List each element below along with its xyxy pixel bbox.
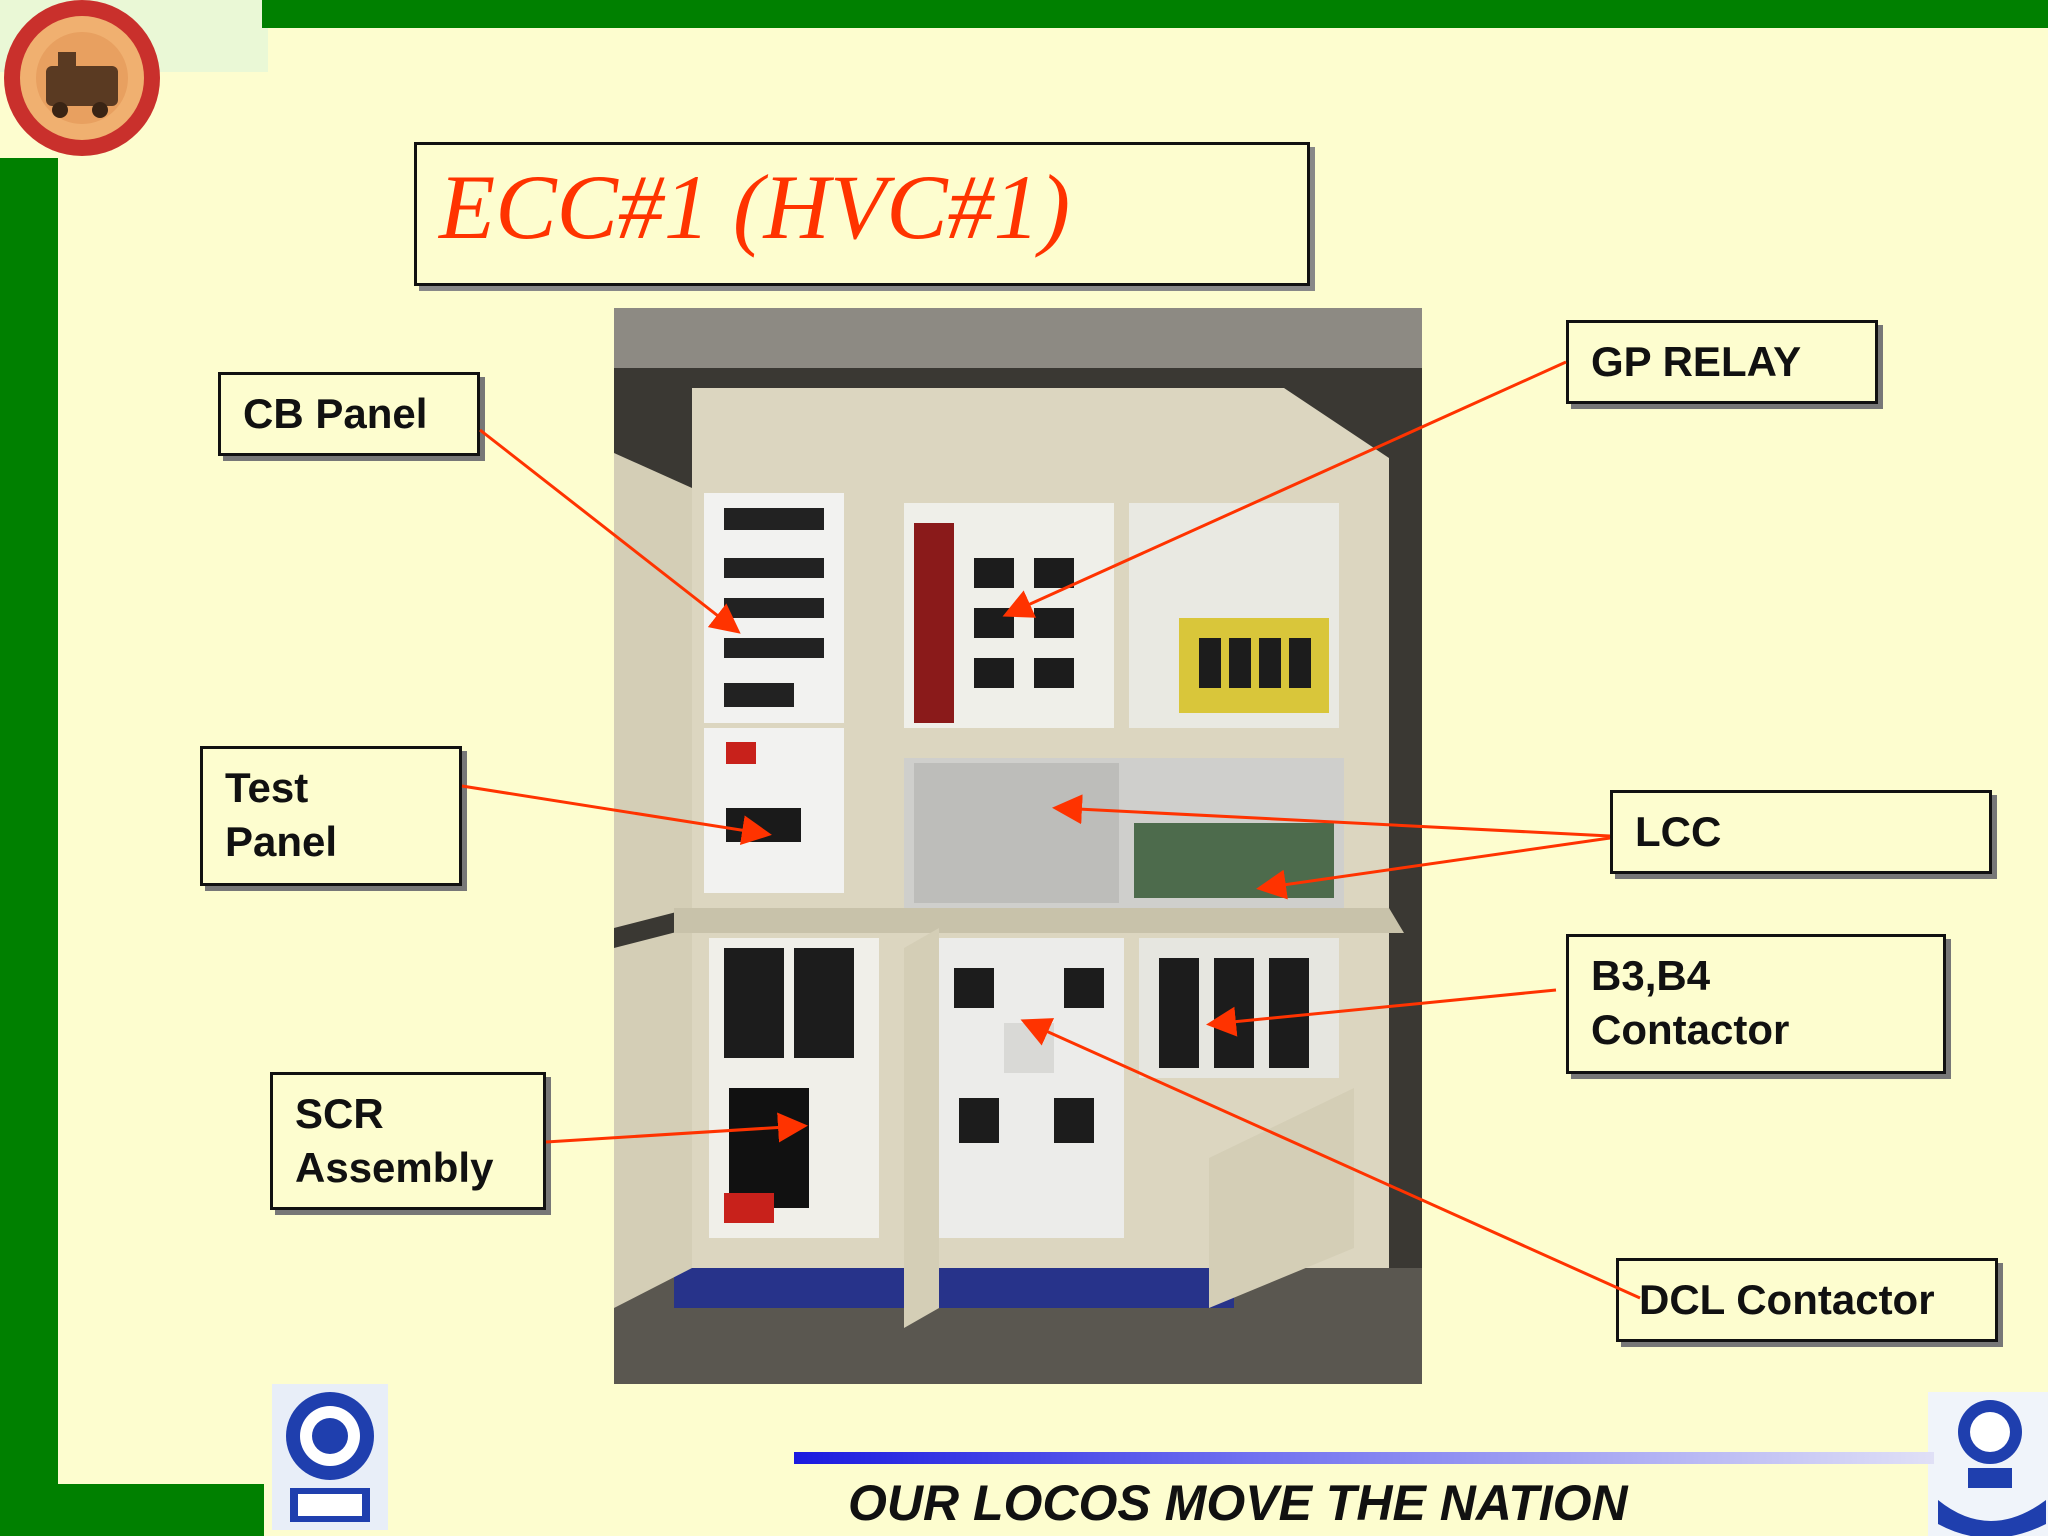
footer-rule (794, 1452, 1934, 1464)
label-b3-b4-contactor: B3,B4 Contactor (1566, 934, 1946, 1074)
locomotive-emblem-logo (4, 0, 160, 156)
footer-slogan: OUR LOCOS MOVE THE NATION (848, 1475, 1628, 1531)
label-lcc: LCC (1610, 790, 1992, 874)
label-gp-relay: GP RELAY (1566, 320, 1878, 404)
bottom-left-green-bar (0, 1484, 264, 1536)
label-scr-assembly: SCR Assembly (270, 1072, 546, 1210)
electrical-control-cabinet-photo (614, 308, 1422, 1384)
title-box: ECC#1 (HVC#1) (414, 142, 1310, 286)
left-green-bar (0, 158, 58, 1488)
indian-railways-dlw-logo (272, 1384, 388, 1530)
label-cb-panel: CB Panel (218, 372, 480, 456)
label-dcl-contactor: DCL Contactor (1616, 1258, 1998, 1342)
label-test-panel: Test Panel (200, 746, 462, 886)
slide-title: ECC#1 (HVC#1) (439, 156, 1071, 258)
dlw-design-logo (1928, 1392, 2048, 1536)
top-green-bar (262, 0, 2048, 28)
